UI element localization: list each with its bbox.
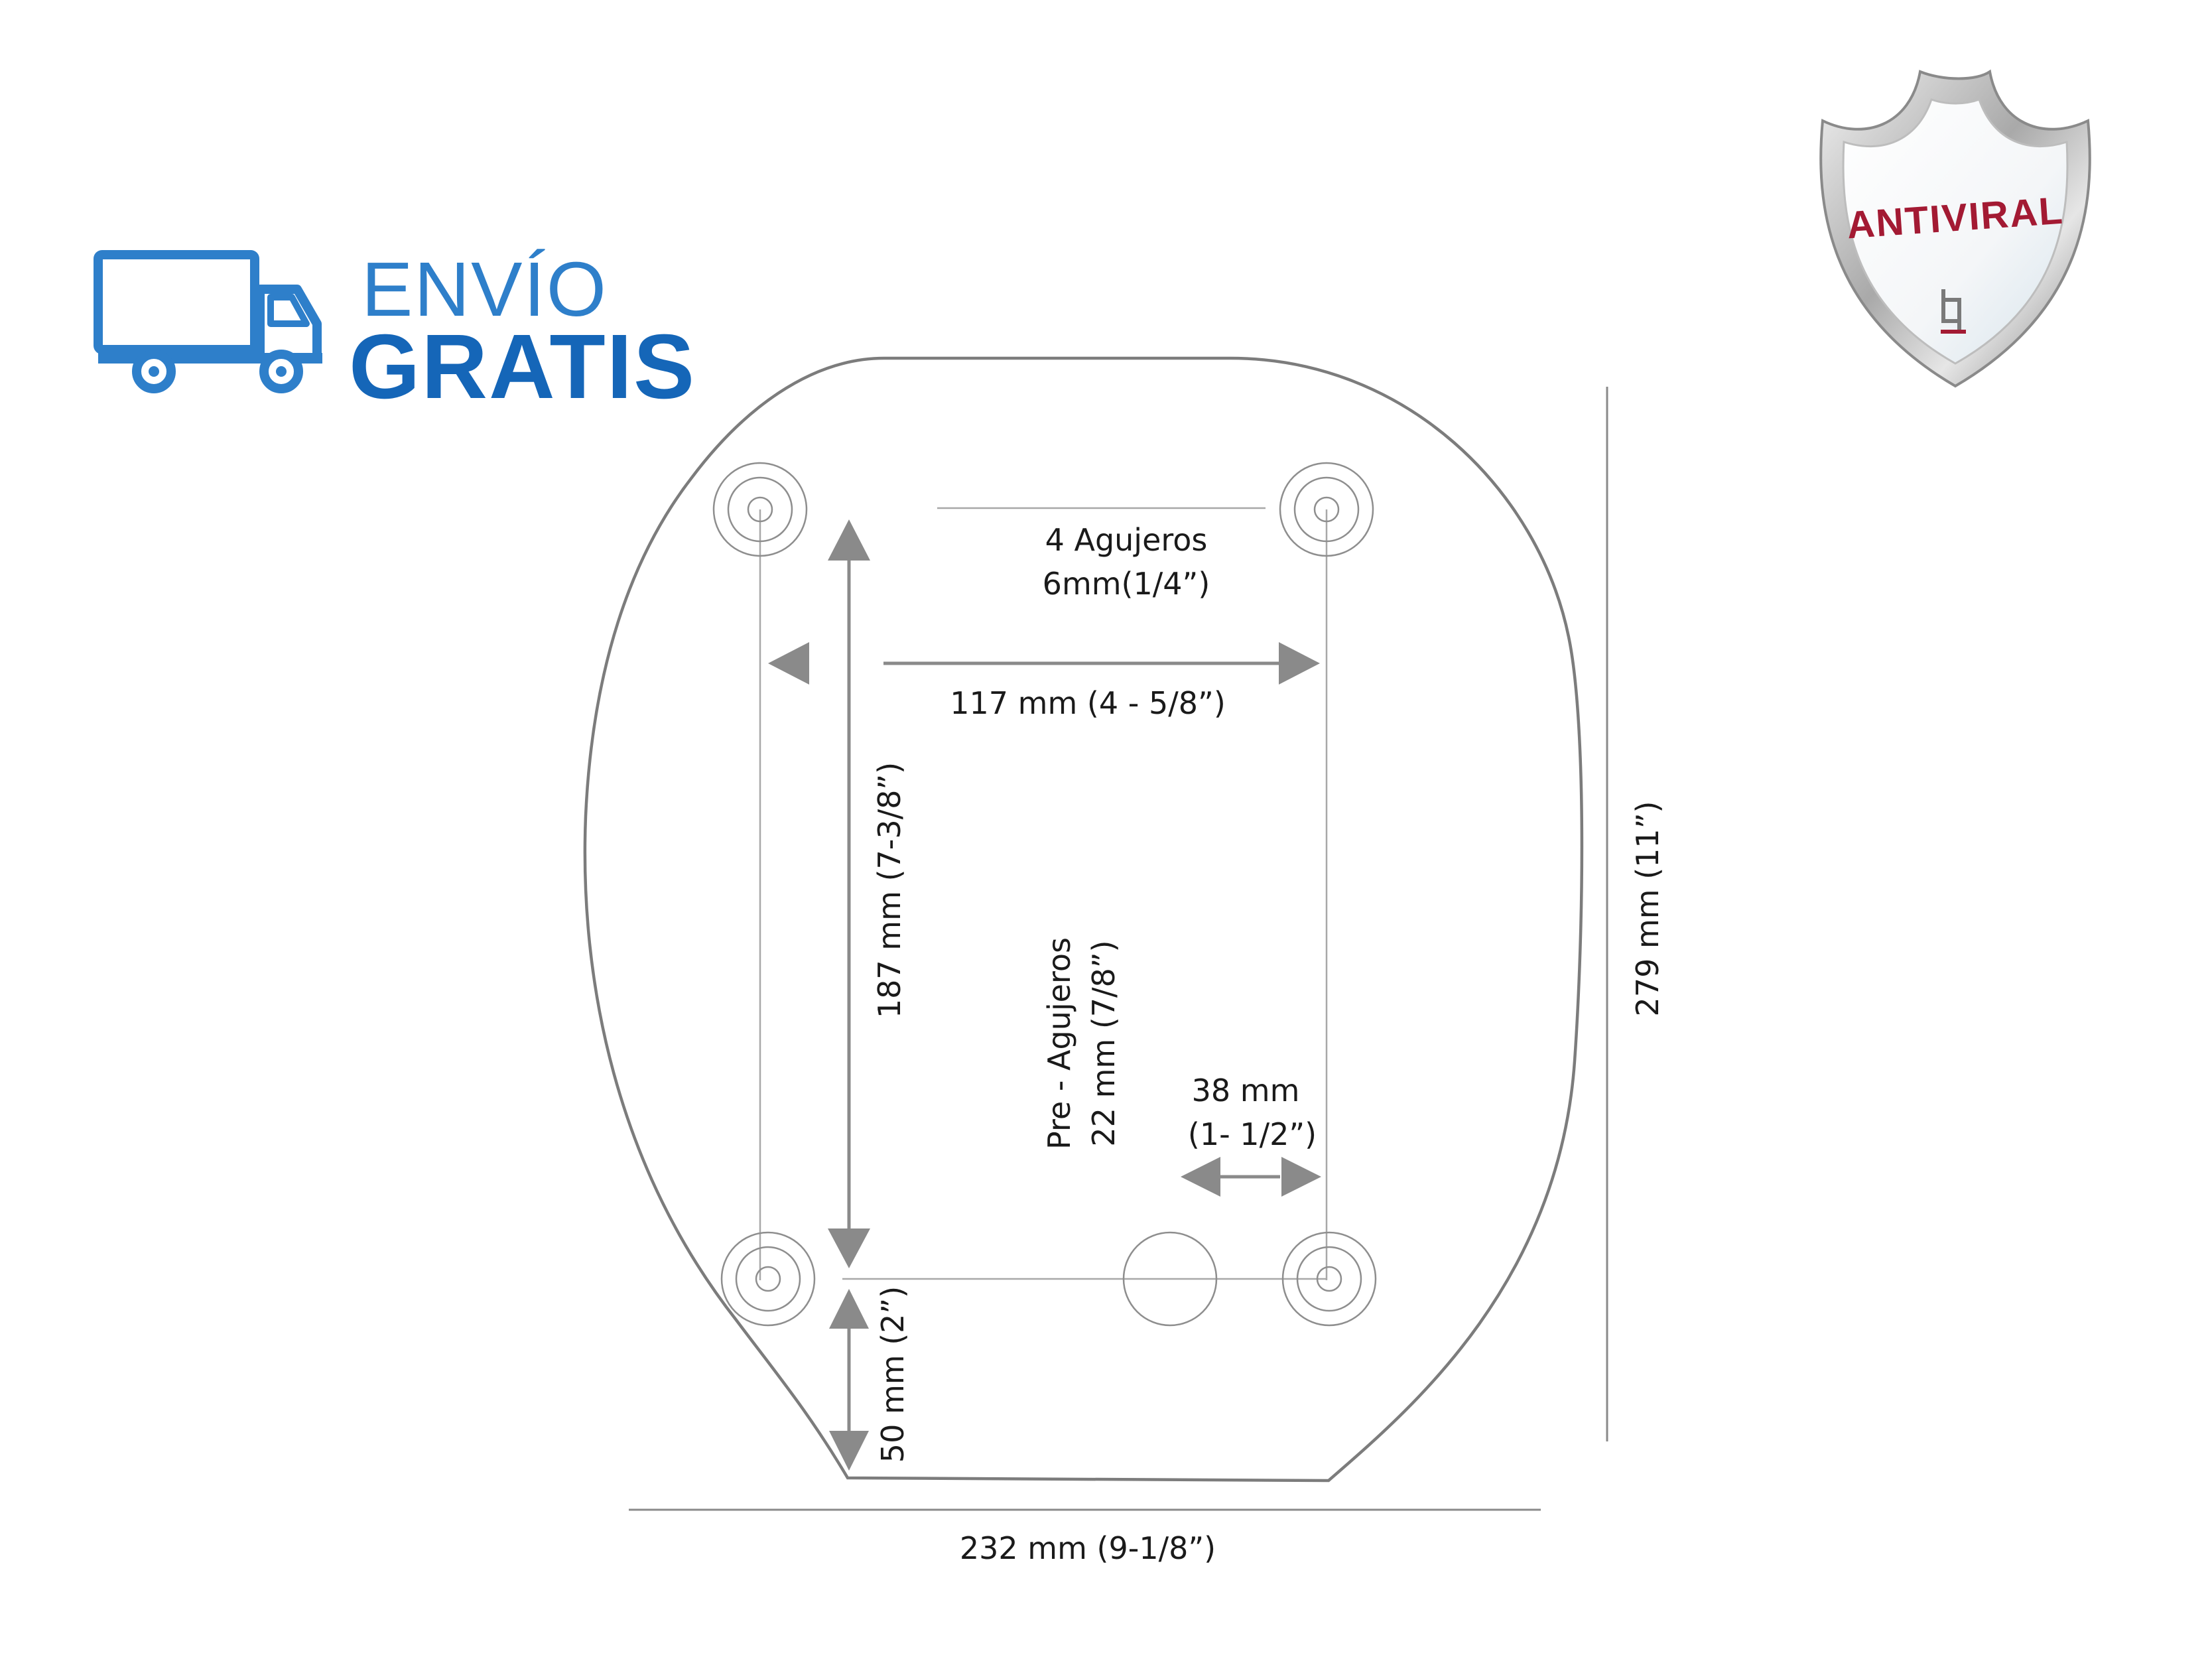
shield-icon	[1819, 69, 2091, 388]
offset-label-line1: 38 mm	[1192, 1073, 1300, 1108]
mounting-hole-bottom-left	[720, 1231, 816, 1327]
holes-label-line1: 4 Agujeros	[1045, 522, 1208, 558]
bottom-margin-label: 50 mm (2”)	[875, 1286, 911, 1463]
bottom-margin-arrow	[829, 1289, 869, 1471]
truck-icon	[94, 250, 322, 393]
mounting-hole-bottom-right	[1281, 1231, 1377, 1327]
product-outline	[583, 356, 1584, 1483]
shipping-label-line1: ENVÍO	[361, 246, 608, 332]
vertical-spacing-label: 187 mm (7-3/8”)	[872, 762, 907, 1018]
horizontal-spacing-label: 117 mm (4 - 5/8”)	[950, 685, 1226, 721]
vertical-spacing-arrow	[828, 519, 870, 1268]
prehole-label-line2: 22 mm (7/8”)	[1086, 940, 1122, 1146]
guide-lines	[759, 507, 1328, 1280]
prehole-label-line1: Pre - Agujeros	[1041, 937, 1077, 1150]
mounting-hole-top-left	[712, 462, 808, 557]
horizontal-spacing-arrow	[768, 642, 1320, 685]
holes-label-line2: 6mm(1/4”)	[1043, 566, 1210, 602]
total-width-label: 232 mm (9-1/8”)	[960, 1530, 1216, 1566]
total-height-label: 279 mm (11”)	[1630, 801, 1665, 1017]
mounting-hole-top-right	[1279, 462, 1374, 557]
pre-hole	[1122, 1231, 1218, 1327]
shipping-label-line2: GRATIS	[349, 316, 696, 418]
offset-label-line2: (1- 1/2”)	[1188, 1116, 1317, 1152]
offset-arrow	[1181, 1157, 1321, 1197]
